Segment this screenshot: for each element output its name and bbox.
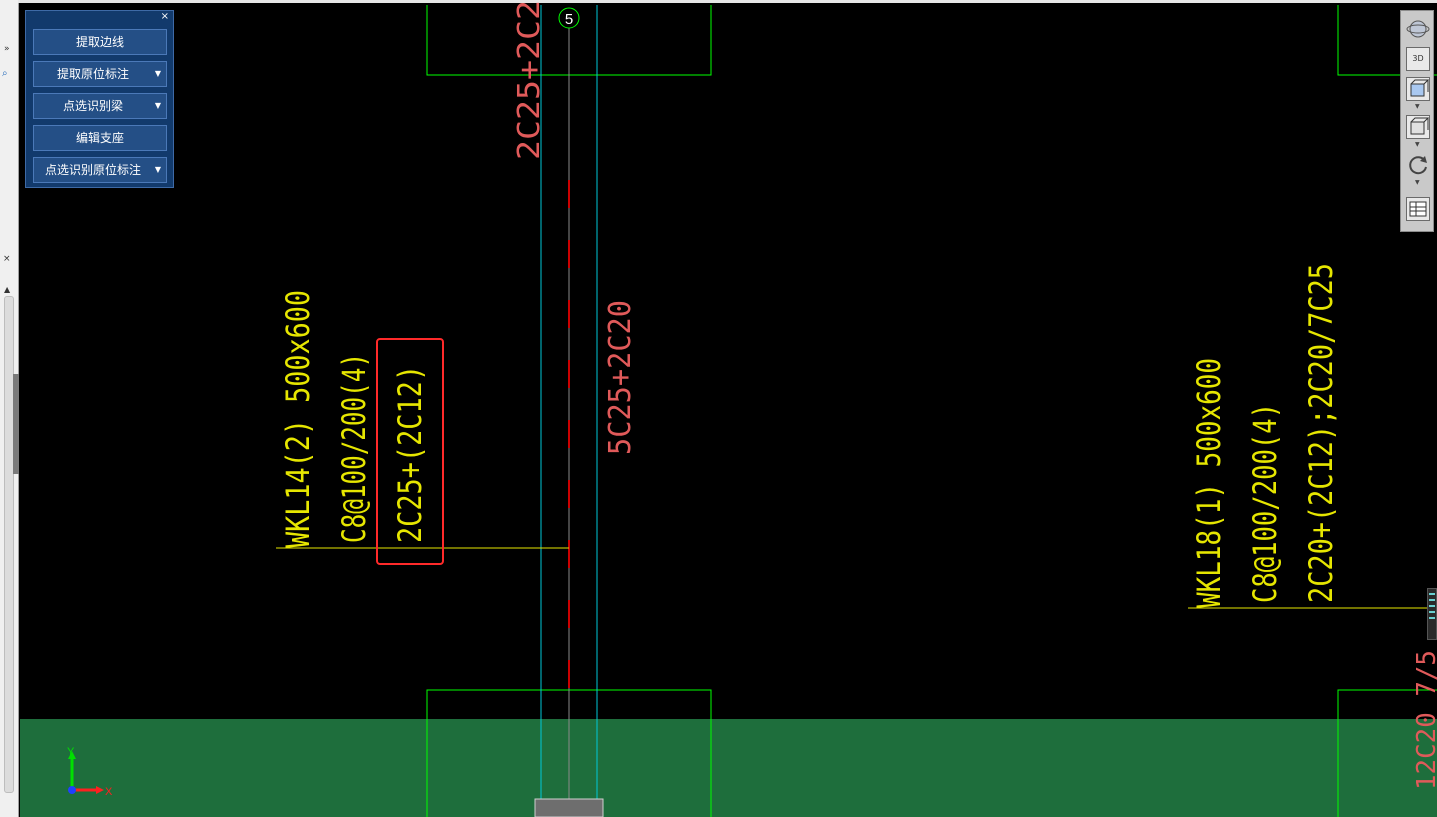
edit-support-button[interactable]: 编辑支座	[33, 125, 167, 151]
top-rebar-label: 2C25+2C2	[512, 0, 547, 160]
floor-band	[20, 719, 1437, 817]
beam-right-rebar: 2C20+(2C12);2C20/7C25	[1302, 263, 1340, 603]
expand-chevron-icon[interactable]: »	[4, 44, 10, 54]
beam-right-name: WKL18(1) 500x600	[1190, 358, 1228, 608]
scroll-up-icon[interactable]: ▲	[4, 285, 11, 294]
beam-right-stirrup: C8@100/200(4)	[1246, 403, 1284, 603]
pick-identify-beam-label: 点选识别梁	[62, 99, 123, 113]
panel-close-icon[interactable]: ×	[160, 11, 169, 22]
bottom-rebar-label: 5C25+2C20	[603, 300, 638, 455]
extract-edge-label: 提取边线	[75, 35, 124, 49]
box-dropdown-icon[interactable]: ▼	[1415, 141, 1420, 148]
right-scroll-grip[interactable]	[1427, 588, 1437, 640]
support-block	[534, 798, 604, 817]
extract-edge-button[interactable]: 提取边线	[33, 29, 167, 55]
view-dropdown-icon[interactable]: ▼	[1415, 103, 1420, 110]
box-view-icon[interactable]	[1406, 115, 1430, 139]
edit-support-label: 编辑支座	[75, 131, 124, 145]
orbit-icon[interactable]	[1406, 17, 1430, 41]
layer-settings-icon[interactable]	[1406, 197, 1430, 221]
dock-close-icon[interactable]: ×	[3, 254, 11, 264]
beam-left-name: WKL14(2) 500x600	[279, 290, 317, 548]
selection-highlight	[376, 338, 444, 565]
extract-in-place-annotation-button[interactable]: 提取原位标注 ▼	[33, 61, 167, 87]
extract-in-place-annotation-label: 提取原位标注	[56, 67, 129, 81]
view-toolbar: 3D ▼ ▼ ▼	[1400, 10, 1434, 232]
rotate-dropdown-icon[interactable]: ▼	[1415, 179, 1420, 186]
search-icon[interactable]: ⌕	[2, 68, 8, 79]
rotate-icon[interactable]	[1406, 153, 1430, 177]
left-scrollbar[interactable]	[4, 296, 14, 793]
pick-identify-in-place-annotation-label: 点选识别原位标注	[44, 163, 141, 177]
splitter-handle[interactable]	[13, 374, 19, 474]
beam-left-rebar: 2C25+(2C12)	[391, 365, 429, 543]
column-outline-bottom-right	[1337, 689, 1437, 817]
left-dock-strip: » ⌕ × ▲	[0, 0, 19, 817]
3d-view-icon[interactable]: 3D	[1406, 47, 1430, 71]
pick-identify-beam-button[interactable]: 点选识别梁 ▼	[33, 93, 167, 119]
axis-number: 5	[565, 11, 573, 28]
chevron-down-icon[interactable]: ▼	[154, 165, 161, 174]
beam-left-stirrup: C8@100/200(4)	[335, 353, 373, 543]
3d-view-label: 3D	[1412, 54, 1424, 63]
chevron-down-icon[interactable]: ▼	[154, 69, 161, 78]
right-edge-rebar-label: 12C20 7/5	[1412, 650, 1437, 790]
top-view-icon[interactable]	[1406, 77, 1430, 101]
beam-recognition-panel: × 提取边线 提取原位标注 ▼ 点选识别梁 ▼ 编辑支座 点选识别原位标注 ▼	[25, 10, 174, 188]
chevron-down-icon[interactable]: ▼	[154, 101, 161, 110]
axis-bubble	[558, 7, 580, 29]
axis-y-label: Y	[67, 746, 75, 758]
pick-identify-in-place-annotation-button[interactable]: 点选识别原位标注 ▼	[33, 157, 167, 183]
top-border	[18, 0, 1437, 3]
axis-x-label: X	[105, 786, 113, 798]
ucs-axis-indicator: Y X	[60, 745, 120, 800]
